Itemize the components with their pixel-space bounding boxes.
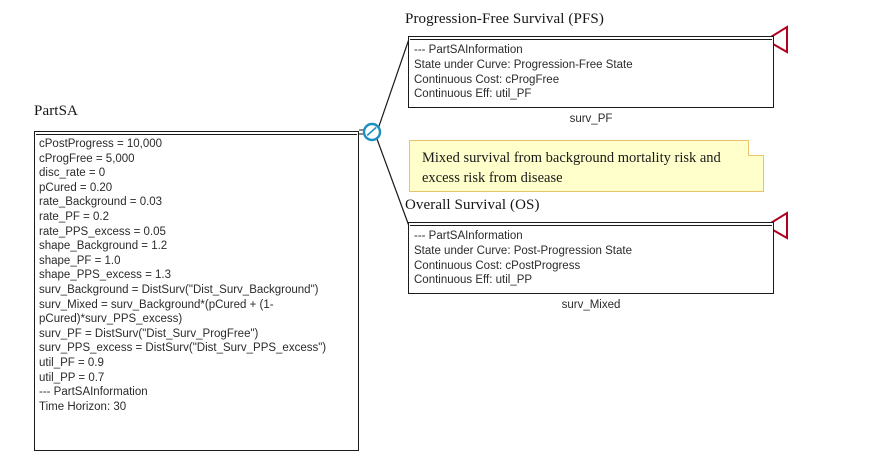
attribute-line: rate_PF = 0.2 — [39, 210, 109, 223]
annotation-note[interactable]: Mixed survival from background mortality… — [409, 140, 764, 192]
attribute-line: cProgFree = 5,000 — [39, 152, 135, 165]
attribute-line: --- PartSAInformation — [39, 386, 148, 399]
attribute-line: surv_PF = DistSurv("Dist_Surv_ProgFree") — [39, 327, 259, 340]
attribute-line: cPostProgress = 10,000 — [39, 138, 163, 150]
note-fold-corner — [748, 140, 764, 156]
attribute-line: shape_Background = 1.2 — [39, 240, 168, 253]
state-line: --- PartSAInformation — [414, 230, 523, 242]
pfs-box-divider — [410, 39, 772, 40]
attribute-line: util_PF = 0.9 — [39, 356, 104, 369]
state-line: State under Curve: Post-Progression Stat… — [414, 244, 632, 257]
attribute-line: shape_PF = 1.0 — [39, 254, 121, 267]
attribute-line: pCured = 0.20 — [39, 181, 113, 194]
os-state-box[interactable]: --- PartSAInformation State under Curve:… — [408, 222, 774, 294]
attribute-line: surv_Mixed = surv_Background*(pCured + (… — [39, 298, 274, 326]
state-line: Continuous Eff: util_PP — [414, 274, 533, 287]
pfs-box-caption: surv_PF — [569, 113, 613, 125]
attribute-line: rate_PPS_excess = 0.05 — [39, 225, 166, 238]
pfs-attribute-list: --- PartSAInformation State under Curve:… — [409, 37, 773, 106]
attribute-line: shape_PPS_excess = 1.3 — [39, 269, 172, 282]
state-line: State under Curve: Progression-Free Stat… — [414, 58, 633, 71]
os-attribute-list: --- PartSAInformation State under Curve:… — [409, 223, 773, 292]
attribute-line: disc_rate = 0 — [39, 167, 106, 180]
os-node-title: Overall Survival (OS) — [405, 197, 540, 213]
root-node-box[interactable]: cPostProgress = 10,000 cProgFree = 5,000… — [34, 131, 359, 451]
pfs-state-box[interactable]: --- PartSAInformation State under Curve:… — [408, 36, 774, 108]
os-box-divider — [410, 225, 772, 226]
survival-junction-icon[interactable] — [362, 122, 382, 142]
root-box-divider — [36, 134, 357, 135]
state-line: --- PartSAInformation — [414, 44, 523, 56]
pfs-node-title: Progression-Free Survival (PFS) — [405, 11, 604, 27]
state-line: Continuous Cost: cPostProgress — [414, 259, 581, 272]
attribute-line: surv_Background = DistSurv("Dist_Surv_Ba… — [39, 283, 319, 296]
root-attribute-list: cPostProgress = 10,000 cProgFree = 5,000… — [35, 132, 358, 416]
os-box-caption: surv_Mixed — [561, 299, 621, 311]
state-line: Continuous Eff: util_PF — [414, 88, 532, 101]
root-node-title: PartSA — [34, 103, 78, 119]
attribute-line: util_PP = 0.7 — [39, 371, 105, 384]
attribute-line: Time Horizon: 30 — [39, 400, 127, 413]
note-text: Mixed survival from background mortality… — [422, 150, 721, 186]
attribute-line: rate_Background = 0.03 — [39, 196, 163, 209]
attribute-line: surv_PPS_excess = DistSurv("Dist_Surv_PP… — [39, 342, 327, 355]
state-line: Continuous Cost: cProgFree — [414, 73, 560, 86]
